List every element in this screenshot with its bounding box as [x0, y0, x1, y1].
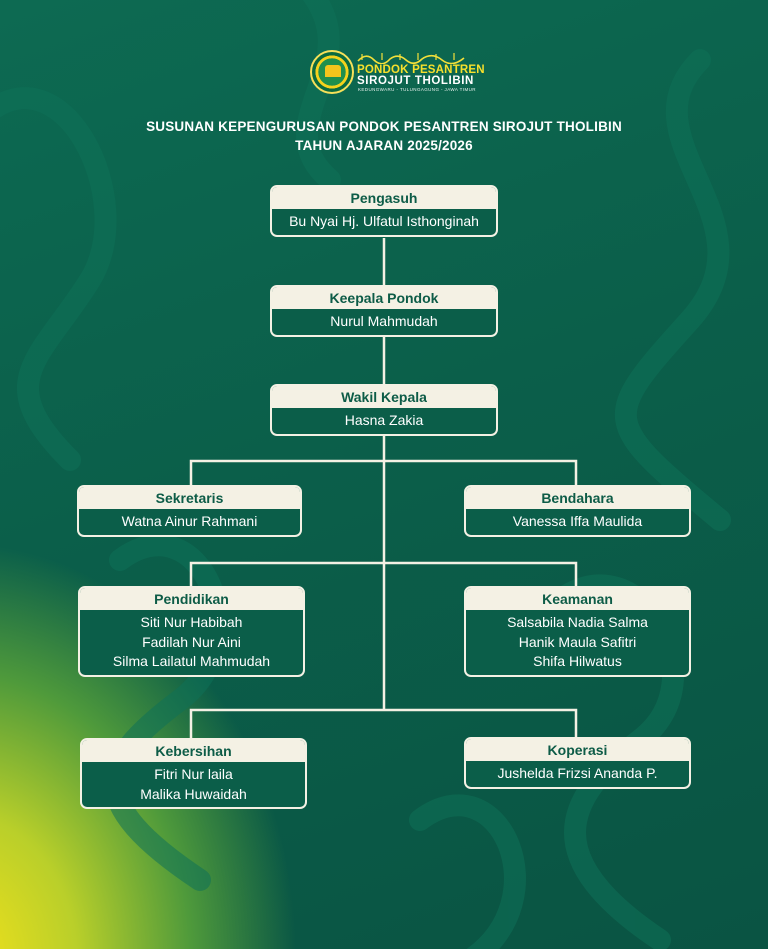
logo-subtitle: SIROJUT THOLIBIN	[357, 75, 474, 87]
node-pendidikan: Pendidikan Siti Nur Habibah Fadilah Nur …	[78, 586, 305, 677]
mosque-emblem-icon	[310, 50, 354, 94]
node-title: Bendahara	[466, 487, 689, 509]
member-name: Hasna Zakia	[344, 412, 424, 428]
node-sekretaris: Sekretaris Watna Ainur Rahmani	[77, 485, 302, 537]
member-name: Jushelda Frizsi Ananda P.	[497, 765, 658, 781]
member-name: Fitri Nur laila	[154, 766, 233, 782]
member-name: Silma Lailatul Mahmudah	[112, 653, 271, 669]
member-name: Watna Ainur Rahmani	[121, 513, 258, 529]
node-title: Pengasuh	[272, 187, 496, 209]
member-name: Malika Huwaidah	[140, 785, 247, 802]
node-title: Koperasi	[466, 739, 689, 761]
node-title: Keepala Pondok	[272, 287, 496, 309]
node-bendahara: Bendahara Vanessa Iffa Maulida	[464, 485, 691, 537]
member-name: Shifa Hilwatus	[533, 653, 622, 669]
page-subtitle: TAHUN AJARAN 2025/2026	[295, 138, 473, 153]
arabic-calligraphy	[357, 53, 465, 64]
node-title: Pendidikan	[80, 588, 303, 610]
member-name: Nurul Mahmudah	[330, 313, 438, 329]
node-title: Sekretaris	[79, 487, 300, 509]
node-title: Kebersihan	[82, 740, 305, 762]
node-keamanan: Keamanan Salsabila Nadia Salma Hanik Mau…	[464, 586, 691, 677]
logo-location: KEDUNGWARU - TULUNGAGUNG - JAWA TIMUR	[358, 87, 476, 92]
logo: PONDOK PESANTREN SIROJUT THOLIBIN KEDUNG…	[310, 50, 485, 94]
node-title: Wakil Kepala	[272, 386, 496, 408]
node-title: Keamanan	[466, 588, 689, 610]
node-kebersihan: Kebersihan Fitri Nur laila Malika Huwaid…	[80, 738, 307, 809]
node-koperasi: Koperasi Jushelda Frizsi Ananda P.	[464, 737, 691, 789]
member-name: Hanik Maula Safitri	[518, 633, 637, 650]
logo-title: PONDOK PESANTREN	[357, 64, 485, 76]
page-title: SUSUNAN KEPENGURUSAN PONDOK PESANTREN SI…	[146, 119, 622, 134]
node-kepala-pondok: Keepala Pondok Nurul Mahmudah	[270, 285, 498, 337]
node-wakil-kepala: Wakil Kepala Hasna Zakia	[270, 384, 498, 436]
node-pengasuh: Pengasuh Bu Nyai Hj. Ulfatul Isthonginah	[270, 185, 498, 237]
member-name: Siti Nur Habibah	[140, 614, 243, 630]
member-name: Bu Nyai Hj. Ulfatul Isthonginah	[289, 213, 479, 229]
member-name: Salsabila Nadia Salma	[507, 614, 648, 630]
member-name: Fadilah Nur Aini	[142, 633, 241, 650]
member-name: Vanessa Iffa Maulida	[512, 513, 643, 529]
